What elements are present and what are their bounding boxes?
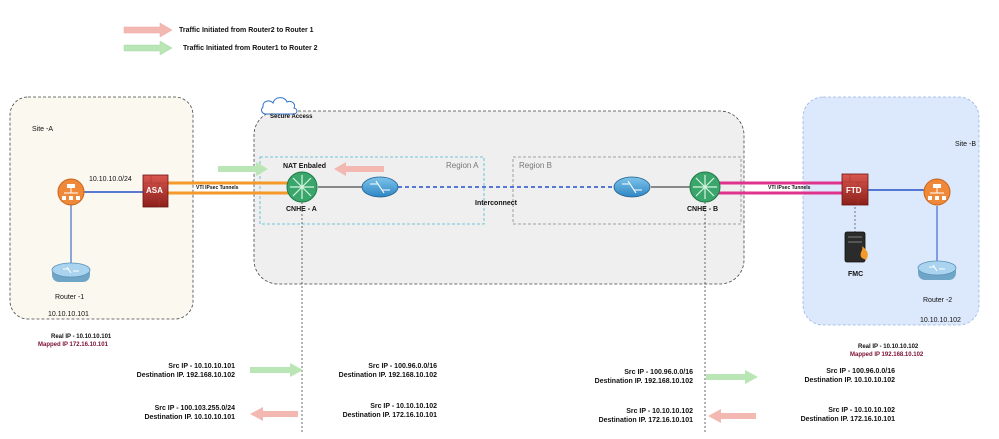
site-a-box [9,96,194,320]
interconnect-label: Interconnect [475,200,518,207]
flow-a-green-before-dst: Destination IP. 192.168.10.102 [136,372,235,379]
router-icon-site-a [51,262,91,282]
region-a-box [259,156,485,225]
vti-tunnel-b [714,181,842,195]
flow-a-red-arrow [250,407,298,421]
flow-a-green-after-src: Src IP - 100.96.0.0/16 [368,363,437,370]
router-icon-region-a [361,176,399,198]
site-a-subnet: 10.10.10.0/24 [89,176,132,183]
region-b-box [512,156,742,225]
flow-a-red-before-dst: Destination IP. 10.10.10.101 [144,414,235,421]
cnhe-b-label: CNHE - B [687,206,719,213]
cnhe-a-label: CNHE - A [286,206,317,213]
site-a-real-ip: Real IP - 10.10.10.101 [51,334,112,340]
flow-b-green-before-dst: Destination IP. 192.168.10.102 [594,378,693,385]
legend-green-text: Traffic Initiated from Router1 to Router… [183,45,318,52]
site-b-real-ip: Real IP - 10.10.10.102 [858,344,919,350]
site-a-title: Site -A [32,126,54,133]
flow-b-green-arrow [706,370,758,384]
router-2-ip: 10.10.10.102 [920,317,961,324]
flow-a-green-before-src: Src IP - 10.10.10.101 [168,363,235,370]
flow-b-red-after-src: Src IP - 10.10.10.102 [828,407,895,414]
nat-green-arrow [218,162,268,176]
flow-b-red-arrow [708,409,756,423]
flow-a-green-arrow [250,363,303,377]
flow-a-red-after-src: Src IP - 10.10.10.102 [370,403,437,410]
switch-icon-site-a [57,178,85,206]
asa-firewall-icon [142,174,169,208]
site-a-mapped-ip: Mapped IP 172.16.10.101 [38,342,108,348]
router-icon-region-b [613,176,651,198]
site-b-vti-label: VTI IPsec Tunnels [768,185,811,191]
fmc-server-icon [844,231,868,263]
asa-label: ASA [146,186,163,195]
flow-b-red-before-dst: Destination IP. 172.16.10.101 [598,417,693,424]
nat-enabled-label: NAT Enbaled [283,163,327,170]
ftd-label: FTD [846,186,862,195]
flow-a-green-after-dst: Destination IP. 192.168.10.102 [338,372,437,379]
flow-a-red-after-dst: Destination IP. 172.16.10.101 [342,412,437,419]
flow-a-red-before-src: Src IP - 100.103.255.0/24 [154,405,235,412]
vti-tunnel-a [168,181,290,195]
switch-icon-site-b [923,178,951,206]
flow-b-red-after-dst: Destination IP. 172.16.10.101 [800,416,895,423]
site-a-vti-label: VTI IPsec Tunnels [196,185,239,191]
region-b-label: Region B [519,161,552,170]
router-1-label: Router -1 [55,294,85,301]
cnhe-a-icon [286,171,318,203]
router-1-ip: 10.10.10.101 [48,311,89,318]
legend-red-text: Traffic Initiated from Router2 to Router… [179,27,314,34]
site-b-mapped-ip: Mapped IP 192.168.10.102 [850,352,924,358]
flow-b-green-after-src: Src IP - 100.96.0.0/16 [826,368,895,375]
site-b-title: Site -B [955,141,977,148]
site-b-box [802,96,980,326]
fmc-label: FMC [848,271,864,278]
legend-red-arrow [123,22,173,38]
router-2-label: Router -2 [923,297,953,304]
nat-red-arrow [334,162,384,176]
cloud-icon [261,97,298,115]
secure-access-title: Secure Access [270,114,313,120]
flow-b-green-after-dst: Destination IP. 10.10.10.102 [804,377,895,384]
flow-b-red-before-src: Src IP - 10.10.10.102 [626,408,693,415]
ftd-firewall-icon [841,173,869,206]
legend-green-arrow [123,40,173,56]
router-icon-site-b [917,260,957,280]
region-a-label: Region A [446,161,479,170]
secure-access-box [253,110,745,285]
flow-b-green-before-src: Src IP - 100.96.0.0/16 [624,369,693,376]
cnhe-b-icon [689,171,721,203]
